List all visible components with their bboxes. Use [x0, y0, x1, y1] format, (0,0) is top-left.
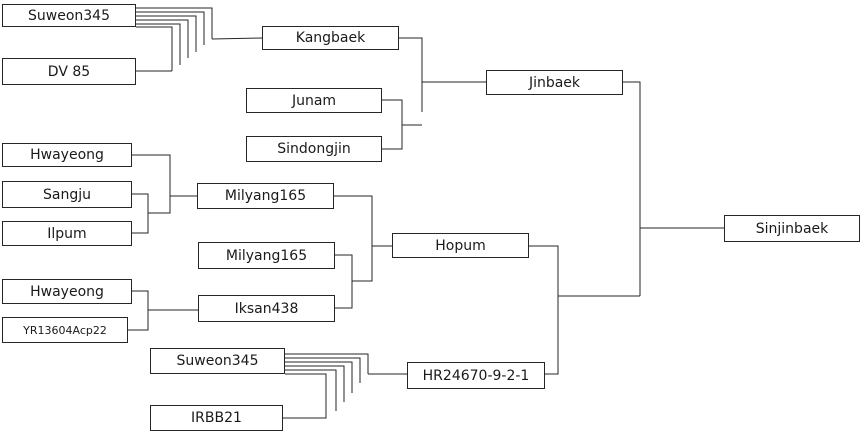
connector-hwayeong-yr13604: [128, 290, 198, 331]
node-hwayeong-1: Hwayeong: [2, 143, 132, 167]
connector-kangbaek-jinbaek: [399, 37, 423, 112]
connector-sangju-ilpum: [132, 193, 149, 234]
node-yr13604acp22: YR13604Acp22: [2, 317, 128, 343]
node-hwayeong-2: Hwayeong: [2, 279, 132, 304]
node-ilpum: Ilpum: [2, 221, 132, 246]
node-milyang165-2: Milyang165: [198, 242, 335, 269]
node-dv85: DV 85: [2, 58, 136, 85]
node-jinbaek: Jinbaek: [486, 70, 623, 95]
node-suweon345-top: Suweon345: [2, 4, 136, 27]
node-junam: Junam: [246, 88, 382, 113]
connector-hopum-hr24670: [529, 245, 640, 375]
node-irbb21: IRBB21: [150, 405, 283, 431]
node-hopum: Hopum: [392, 233, 529, 258]
connector-milyang-iksan: [335, 254, 353, 309]
node-sangju: Sangju: [2, 181, 132, 208]
connector-junam-sindongjin: [382, 99, 422, 150]
connector-milyang-hopum: [334, 195, 392, 282]
node-sindongjin: Sindongjin: [246, 136, 382, 162]
connector-staircase-kangbaek: [211, 37, 263, 40]
node-sinjinbaek: Sinjinbaek: [724, 215, 860, 242]
connector-jinbaek-sinjinbaek: [623, 81, 724, 296]
backcross-staircase-top: [136, 7, 213, 72]
node-suweon345-bottom: Suweon345: [150, 348, 285, 374]
connector-hwayeong-milyang: [132, 154, 197, 214]
node-hr24670-9-2-1: HR24670-9-2-1: [407, 362, 545, 389]
node-kangbaek: Kangbaek: [262, 26, 399, 50]
backcross-staircase-bottom: [283, 353, 369, 419]
node-iksan438: Iksan438: [198, 295, 335, 322]
node-milyang165-1: Milyang165: [197, 183, 334, 209]
